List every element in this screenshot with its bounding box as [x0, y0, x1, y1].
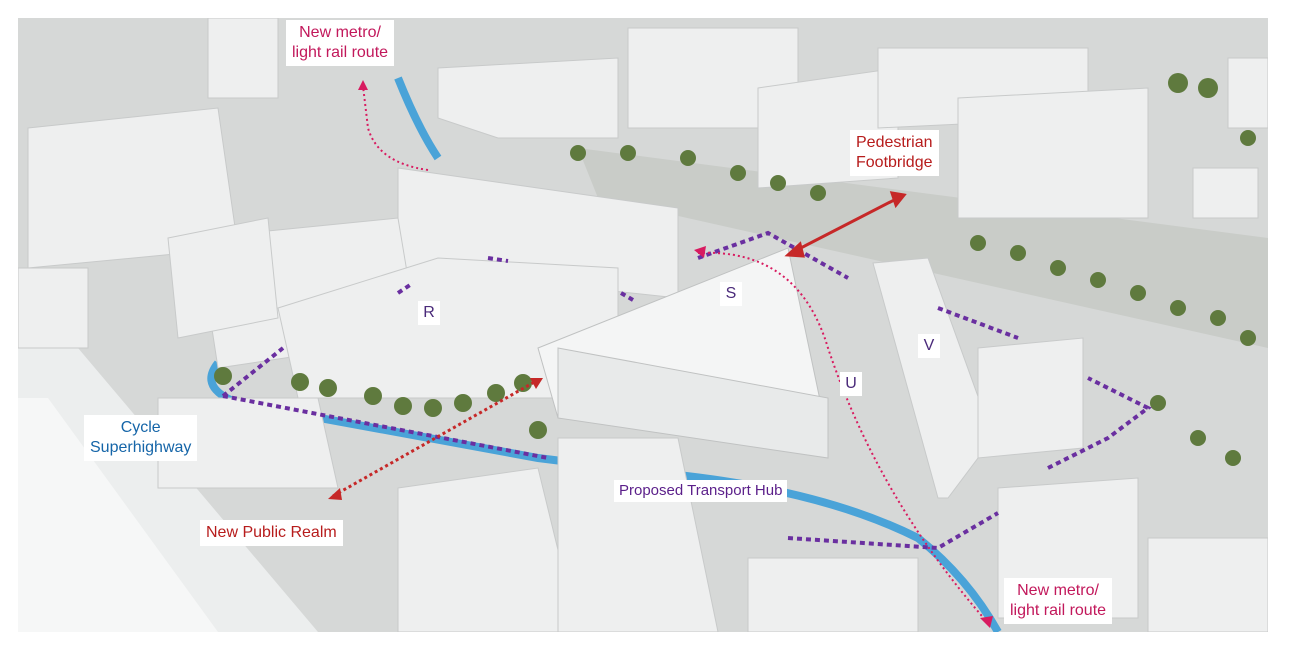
label-line: New metro/	[1017, 582, 1099, 599]
canal-top	[394, 76, 442, 161]
label-line: Footbridge	[856, 154, 933, 171]
architectural-model-photo: New metro/ light rail route Pedestrian F…	[18, 18, 1268, 632]
label-new-public-realm: New Public Realm	[200, 520, 343, 546]
label-line: Superhighway	[90, 439, 192, 456]
model-scene	[18, 18, 1268, 632]
label-proposed-transport-hub: Proposed Transport Hub	[614, 480, 788, 502]
label-new-metro-top: New metro/ light rail route	[286, 20, 395, 66]
label-new-metro-bottom: New metro/ light rail route	[1004, 578, 1113, 624]
building-label-u: U	[840, 372, 862, 396]
label-line: Cycle	[120, 419, 161, 436]
label-line: light rail route	[292, 44, 389, 61]
building-label-s: S	[720, 282, 742, 306]
label-line: Pedestrian	[856, 134, 933, 151]
label-line: light rail route	[1010, 602, 1107, 619]
green-road-band	[578, 148, 1268, 348]
metro-route	[362, 85, 989, 624]
footbridge-arrow	[784, 191, 907, 258]
label-pedestrian-footbridge: Pedestrian Footbridge	[850, 130, 939, 176]
pedestrian-paths	[221, 230, 1152, 551]
buildings	[18, 18, 1268, 632]
label-line: New metro/	[299, 24, 381, 41]
building-label-v: V	[918, 334, 940, 358]
label-cycle-superhighway: Cycle Superhighway	[84, 415, 198, 461]
building-label-r: R	[418, 301, 440, 325]
